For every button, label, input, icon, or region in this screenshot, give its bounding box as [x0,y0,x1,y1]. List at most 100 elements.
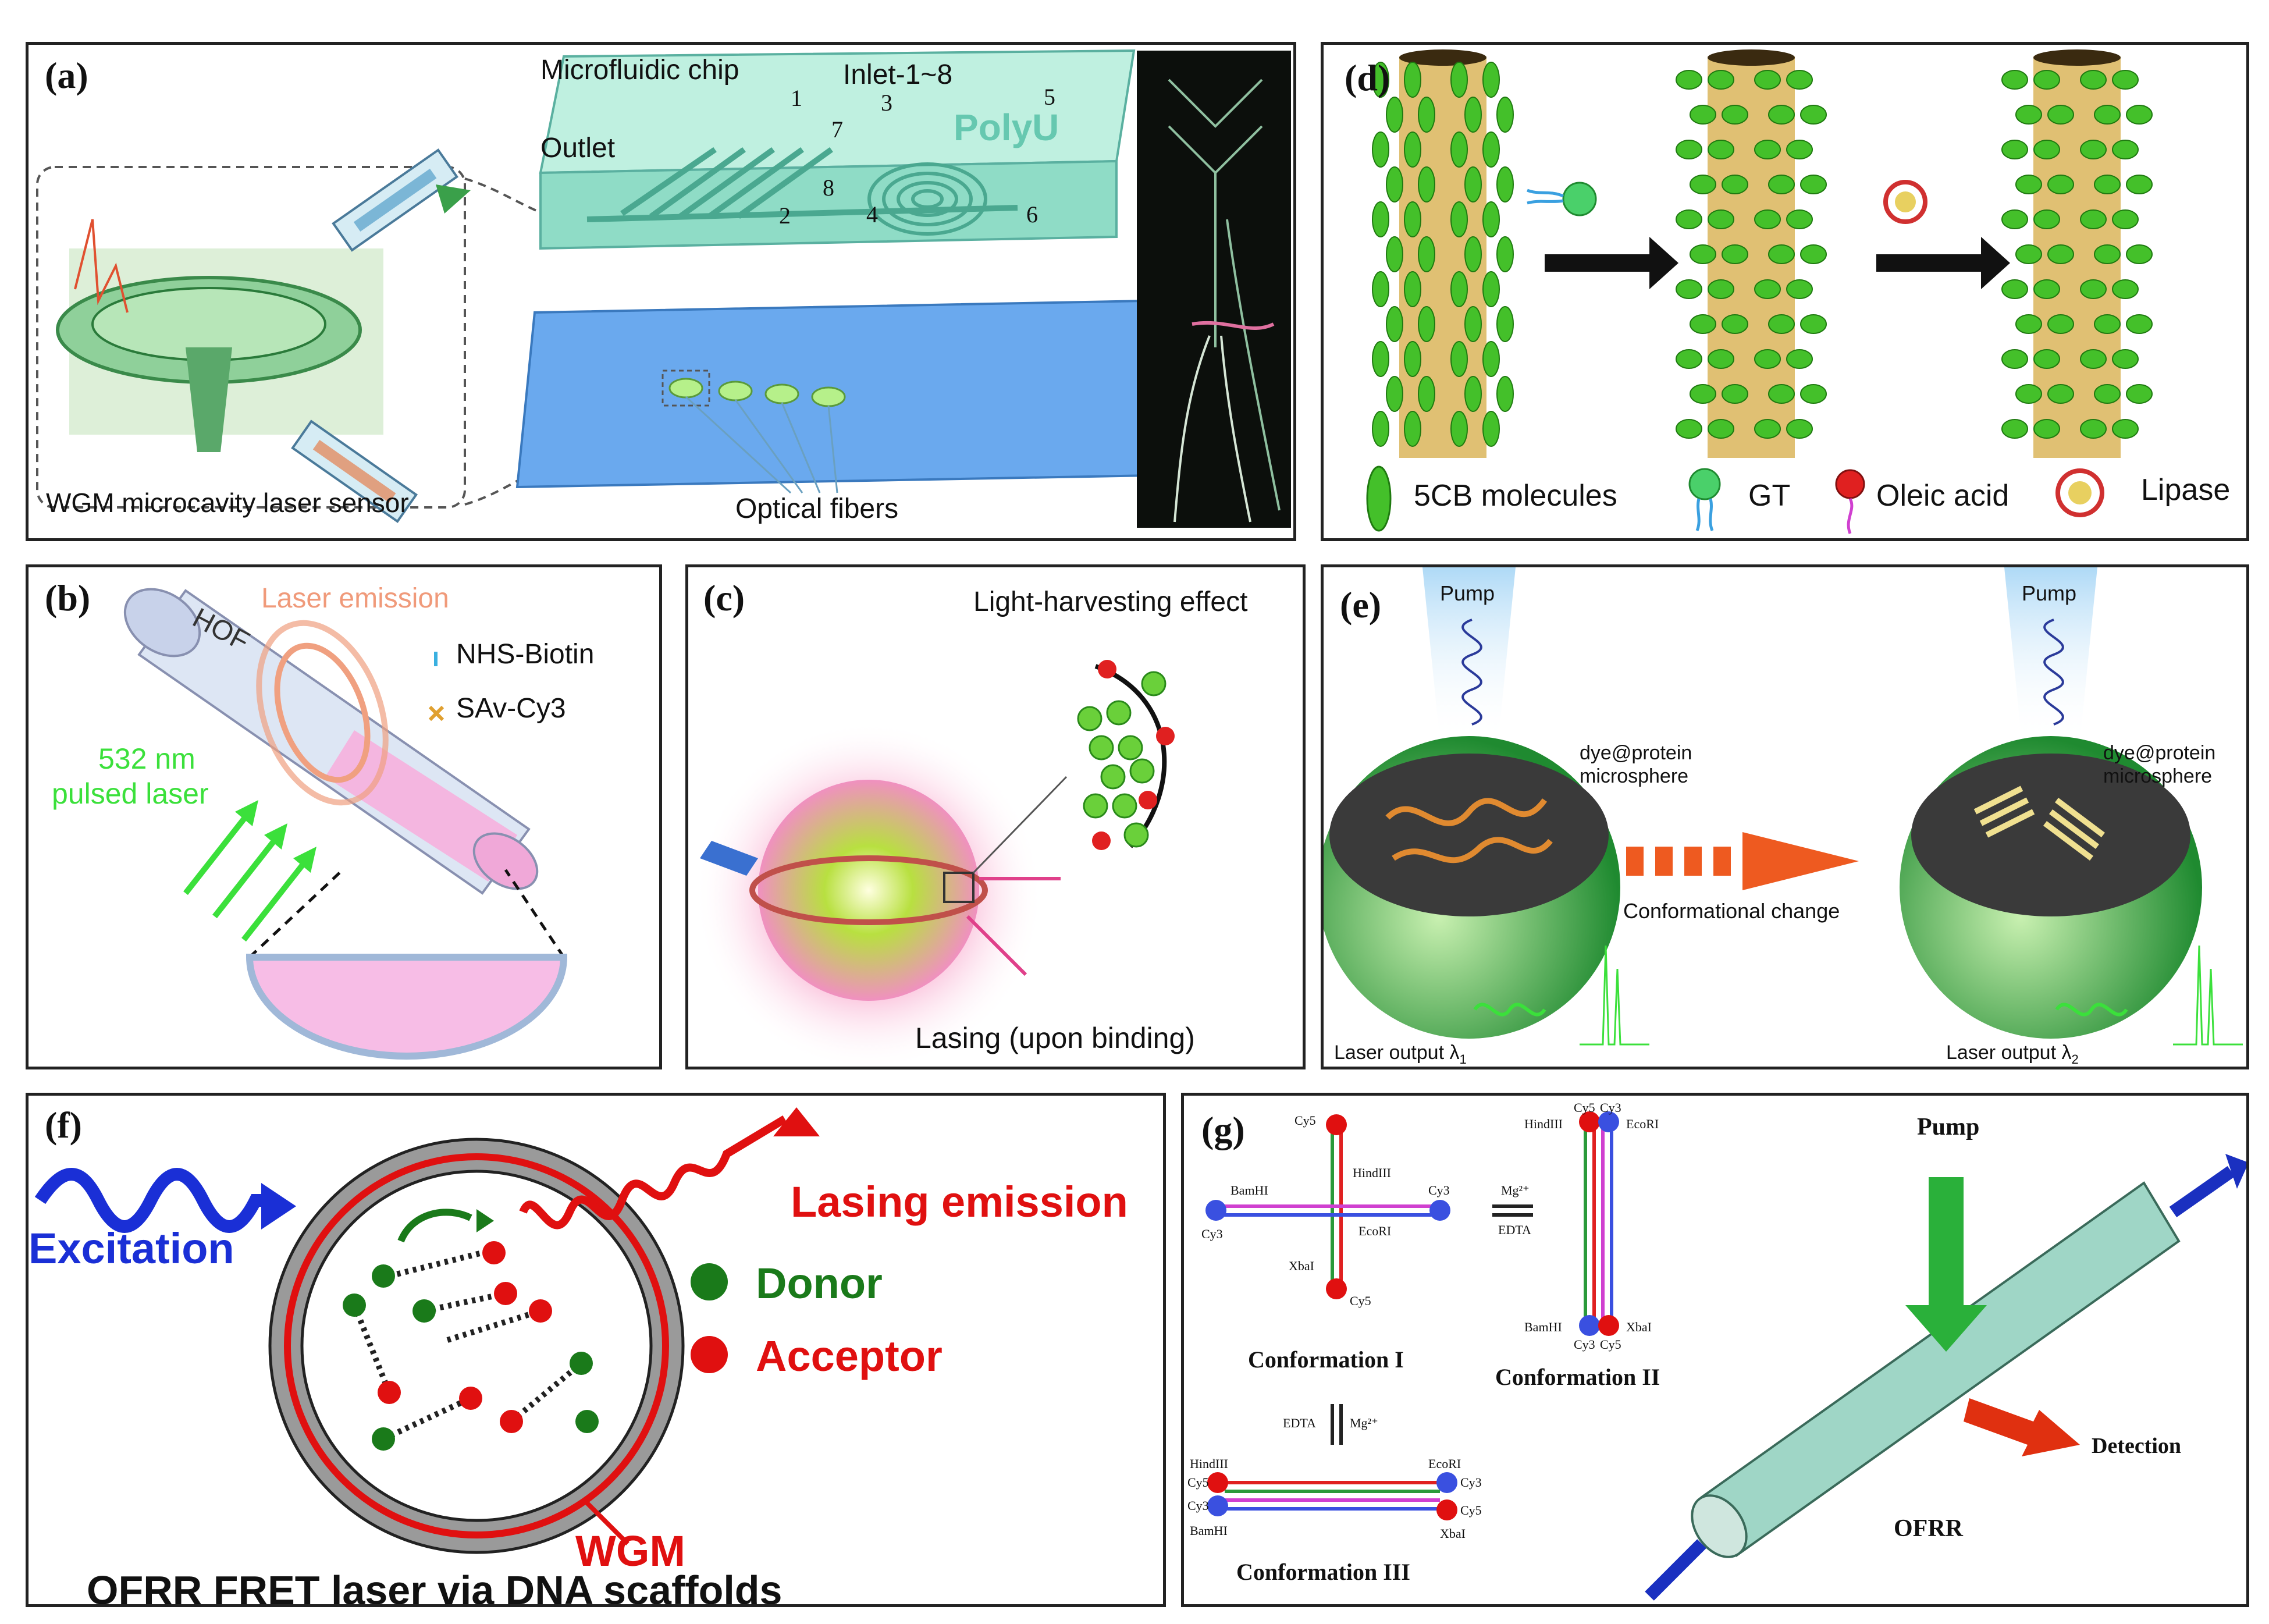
5cb-molecule [1404,201,1421,237]
5cb-molecule [2094,105,2121,125]
5cb-molecule [1708,140,1734,159]
panel-a-label: (a) [45,55,88,96]
5cb-molecule [1464,97,1482,133]
c2-cy3-top: Cy3 [1600,1100,1621,1115]
5cb-molecule [2033,70,2060,90]
c1-cy5-top: Cy5 [1294,1113,1316,1128]
pump-label: Pump [1917,1114,1980,1140]
spectrum-right [2173,945,2243,1046]
gt-icon [1527,182,1597,216]
5cb-molecule [2033,209,2060,229]
5cb-molecule [1708,279,1734,299]
equilibrium-arrows-1 [1492,1204,1533,1217]
wgm-path [284,1153,669,1538]
panel-c-art [694,660,1175,1067]
panel-g-label: (g) [1201,1109,1245,1150]
legend-biotin: NHS-Biotin [456,639,595,670]
laser-emission-rings [256,620,389,806]
microsphere-right-cut [1911,754,2190,916]
output-arrows [966,877,1061,976]
5cb-molecule [1372,411,1389,447]
conformation-2-structure [1579,1111,1619,1336]
c1-ecori: EcoRI [1358,1224,1392,1238]
conformation-3-structure [1207,1472,1457,1520]
conformation-3-label: Conformation III [1236,1559,1410,1585]
5cb-molecule [1690,384,1716,404]
input-probe [332,148,459,252]
outlet-label: Outlet [540,133,616,164]
5cb-molecule [1386,376,1403,412]
5cb-molecule [1372,341,1389,377]
pump-arrow-head [1905,1305,1987,1352]
5cb-molecule [1404,132,1421,168]
optical-fibers-label: Optical fibers [735,493,899,524]
pump-arrow [700,841,758,876]
wgm-label: WGM [575,1527,686,1575]
zoom-square [943,872,975,903]
panel-d-label: (d) [1345,57,1390,98]
donor-dot [1089,735,1114,761]
5cb-molecule [2001,349,2028,369]
5cb-molecule [1496,376,1514,412]
zoom-line-right [504,869,566,958]
5cb-molecule [1676,70,1702,90]
output-wave-right [2055,1003,2128,1017]
inlet-number-1: 1 [791,85,802,111]
5cb-molecule [1404,62,1421,98]
acceptor-label: Acceptor [756,1332,943,1380]
5cb-molecule [2094,314,2121,334]
folded-protein [1973,786,2105,861]
legend-oleic: Oleic acid [1876,479,2010,513]
5cb-molecule [2015,175,2042,194]
5cb-molecule [1372,201,1389,237]
5cb-molecule [1676,279,1702,299]
flow-out [2169,1165,2235,1218]
laser-output-left: Laser output λ1 [1334,1042,1467,1067]
5cb-molecule [1496,236,1514,272]
5cb-molecule [2126,384,2153,404]
5cb-molecule [1800,175,1827,194]
5cb-molecule [2033,349,2060,369]
donor-dot [1118,735,1143,761]
donor-dot [1112,793,1137,819]
5cb-molecules [1372,62,2153,447]
laser-output-left-text: Laser output λ [1334,1042,1460,1064]
wgm-pointer [585,1501,630,1545]
unfolded-protein [1385,798,1553,863]
legend-acceptor-icon [691,1336,728,1373]
5cb-molecule [2033,419,2060,439]
wgm-ring [749,855,988,925]
5cb-molecule [2080,209,2107,229]
fiber-end-1 [668,378,703,399]
5cb-molecule [2112,70,2139,90]
legend-lipase-icon [2055,468,2104,517]
inlet-number-6: 6 [1026,201,1038,228]
5cb-molecule [1496,97,1514,133]
5cb-molecule [1800,384,1827,404]
panel-b-art [123,588,568,1060]
5cb-molecule [1418,236,1435,272]
5cb-molecule [1386,306,1403,342]
fret-arrow [397,1209,472,1243]
5cb-molecule [1482,201,1500,237]
5cb-molecule [1754,349,1781,369]
inlet-number-8: 8 [823,175,834,201]
5cb-molecule [1754,279,1781,299]
sphere-right-line2: microsphere [2103,765,2213,787]
edta-label-2: EDTA [1283,1416,1316,1430]
zoom-line-left [248,869,344,958]
5cb-molecule [2033,140,2060,159]
conformation-1-structure [1205,1114,1450,1299]
lasing-emission-label: Lasing emission [791,1178,1128,1226]
lasing-wave [519,1115,787,1229]
panel-c: (c) Light-harvesting effect Lasing (upon… [685,564,1306,1069]
panel-e-label: (e) [1340,584,1382,626]
5cb-molecule [1722,384,1748,404]
mg-label-1: Mg²⁺ [1501,1183,1530,1197]
donor-dot [1129,758,1155,784]
c2-bamhi: BamHI [1524,1320,1562,1334]
5cb-molecule [1482,341,1500,377]
5cb-molecule [2001,140,2028,159]
excitation-wave [34,1168,273,1233]
donor-dot [1100,764,1126,790]
